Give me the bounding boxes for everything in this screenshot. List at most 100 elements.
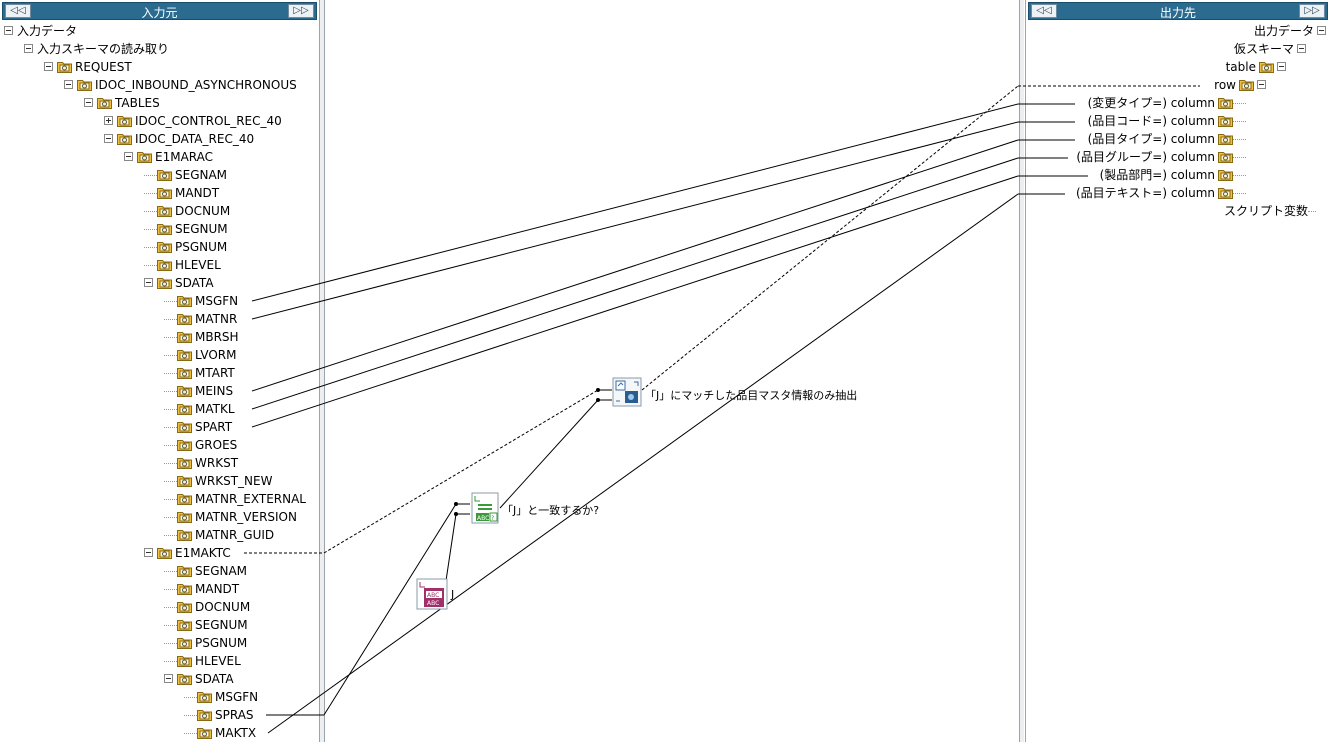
collapse-left-button[interactable]: ◁◁: [1031, 4, 1057, 18]
tree-expander[interactable]: [4, 26, 13, 35]
tree-expander[interactable]: [1257, 80, 1266, 89]
tree-expander[interactable]: [164, 674, 173, 683]
mapping-line-maktx[interactable]: [267, 193, 1019, 734]
tree-expander[interactable]: [24, 44, 33, 53]
tree-field[interactable]: MTART: [164, 364, 235, 382]
tree-data-rec[interactable]: IDOC_DATA_REC_40: [104, 130, 254, 148]
folder-icon: [177, 438, 192, 451]
mapping-line-e1maktc-to-filter[interactable]: [323, 389, 599, 554]
tree-connector: [184, 733, 197, 734]
tree-expander[interactable]: [1277, 62, 1286, 71]
tree-field[interactable]: SEGNUM: [164, 616, 248, 634]
tree-request[interactable]: REQUEST: [44, 58, 132, 76]
tree-expander[interactable]: [64, 80, 73, 89]
tree-field[interactable]: MAKTX: [184, 724, 256, 742]
tree-table[interactable]: table: [1226, 58, 1286, 76]
tree-field[interactable]: MATNR_EXTERNAL: [164, 490, 306, 508]
tree-expander[interactable]: [144, 278, 153, 287]
tree-expander[interactable]: [144, 548, 153, 557]
tree-schema[interactable]: 入力スキーマの読み取り: [24, 40, 169, 58]
tree-sdata[interactable]: SDATA: [164, 670, 234, 688]
compare-icon[interactable]: ABC ?: [470, 492, 500, 524]
tree-expander[interactable]: [104, 134, 113, 143]
tree-label: (製品部門=) column: [1099, 168, 1215, 182]
tree-field[interactable]: MBRSH: [164, 328, 239, 346]
tree-idoc[interactable]: IDOC_INBOUND_ASYNCHRONOUS: [64, 76, 297, 94]
tree-column[interactable]: (変更タイプ=) column: [1088, 94, 1246, 112]
tree-field[interactable]: PSGNUM: [164, 634, 247, 652]
tree-label: SDATA: [175, 276, 214, 290]
tree-field[interactable]: MSGFN: [184, 688, 258, 706]
mapping-line-compare-to-filter[interactable]: [499, 399, 599, 509]
tree-connector: [164, 409, 177, 410]
tree-field[interactable]: WRKST_NEW: [164, 472, 272, 490]
mapping-line-meins[interactable]: [251, 139, 1019, 392]
tree-field[interactable]: LVORM: [164, 346, 237, 364]
tree-control-rec[interactable]: IDOC_CONTROL_REC_40: [104, 112, 282, 130]
tree-e1marac[interactable]: E1MARAC: [124, 148, 213, 166]
tree-field[interactable]: DOCNUM: [164, 598, 250, 616]
tree-expander[interactable]: [124, 152, 133, 161]
tree-field[interactable]: MANDT: [164, 580, 239, 598]
tree-label: WRKST_NEW: [195, 474, 273, 488]
tree-field[interactable]: SEGNUM: [144, 220, 228, 238]
mapping-line-spart[interactable]: [251, 175, 1019, 428]
mapping-line-matkl[interactable]: [251, 157, 1019, 410]
tree-expander[interactable]: [44, 62, 53, 71]
tree-column[interactable]: (品目コード=) column: [1088, 112, 1246, 130]
tree-field[interactable]: MEINS: [164, 382, 233, 400]
tree-root[interactable]: 入力データ: [4, 22, 77, 40]
mapping-line-spras[interactable]: [323, 503, 457, 716]
tree-column[interactable]: (品目グループ=) column: [1076, 148, 1246, 166]
tree-column[interactable]: (品目テキスト=) column: [1076, 184, 1246, 202]
tree-root[interactable]: 出力データ: [1254, 22, 1326, 40]
expand-right-button[interactable]: ▷▷: [288, 4, 314, 18]
tree-field[interactable]: SEGNAM: [164, 562, 247, 580]
compare-label: 「J」と一致するか?: [502, 504, 600, 517]
tree-field[interactable]: MANDT: [144, 184, 219, 202]
tree-field[interactable]: HLEVEL: [164, 652, 241, 670]
splitter-left[interactable]: [320, 0, 324, 742]
mapping-line-msgfn[interactable]: [251, 103, 1019, 302]
tree-field[interactable]: PSGNUM: [144, 238, 227, 256]
tree-field[interactable]: MATNR: [164, 310, 237, 328]
mapping-line-matnr[interactable]: [251, 121, 1019, 320]
tree-field[interactable]: DOCNUM: [144, 202, 230, 220]
splitter-right[interactable]: [1020, 0, 1024, 742]
mapping-line-filter-to-row[interactable]: [641, 85, 1019, 391]
tree-field[interactable]: MATNR_VERSION: [164, 508, 297, 526]
tree-script-vars[interactable]: スクリプト変数: [1224, 202, 1316, 220]
tree-field[interactable]: MATKL: [164, 400, 235, 418]
tree-column[interactable]: (製品部門=) column: [1100, 166, 1246, 184]
folder-icon: [177, 582, 192, 595]
tree-connector: [144, 193, 157, 194]
tree-label: 入力データ: [17, 24, 78, 38]
expand-right-button[interactable]: ▷▷: [1299, 4, 1325, 18]
tree-column[interactable]: (品目タイプ=) column: [1088, 130, 1246, 148]
tree-e1maktc[interactable]: E1MAKTC: [144, 544, 231, 562]
tree-tables[interactable]: TABLES: [84, 94, 160, 112]
tree-field[interactable]: WRKST: [164, 454, 238, 472]
collapse-left-button[interactable]: ◁◁: [5, 4, 31, 18]
tree-field[interactable]: HLEVEL: [144, 256, 221, 274]
mapping-canvas[interactable]: [324, 0, 1020, 742]
tree-field[interactable]: GROES: [164, 436, 237, 454]
tree-field[interactable]: SEGNAM: [144, 166, 227, 184]
tree-label: MSGFN: [195, 294, 239, 308]
tree-expander[interactable]: [1297, 44, 1306, 53]
tree-row[interactable]: row: [1214, 76, 1266, 94]
tree-field[interactable]: SPART: [164, 418, 232, 436]
tree-label: MEINS: [195, 384, 234, 398]
tree-field[interactable]: SPRAS: [184, 706, 254, 724]
tree-field[interactable]: MSGFN: [164, 292, 238, 310]
tree-sdata[interactable]: SDATA: [144, 274, 214, 292]
tree-connector: [1233, 121, 1246, 122]
tree-expander[interactable]: [84, 98, 93, 107]
tree-field[interactable]: MATNR_GUID: [164, 526, 274, 544]
tree-expander[interactable]: [104, 116, 113, 125]
filter-icon[interactable]: [612, 377, 642, 407]
tree-schema[interactable]: 仮スキーマ: [1234, 40, 1306, 58]
tree-label: (品目タイプ=) column: [1087, 132, 1215, 146]
constant-icon[interactable]: ABC ABC: [416, 578, 448, 610]
tree-expander[interactable]: [1317, 26, 1326, 35]
